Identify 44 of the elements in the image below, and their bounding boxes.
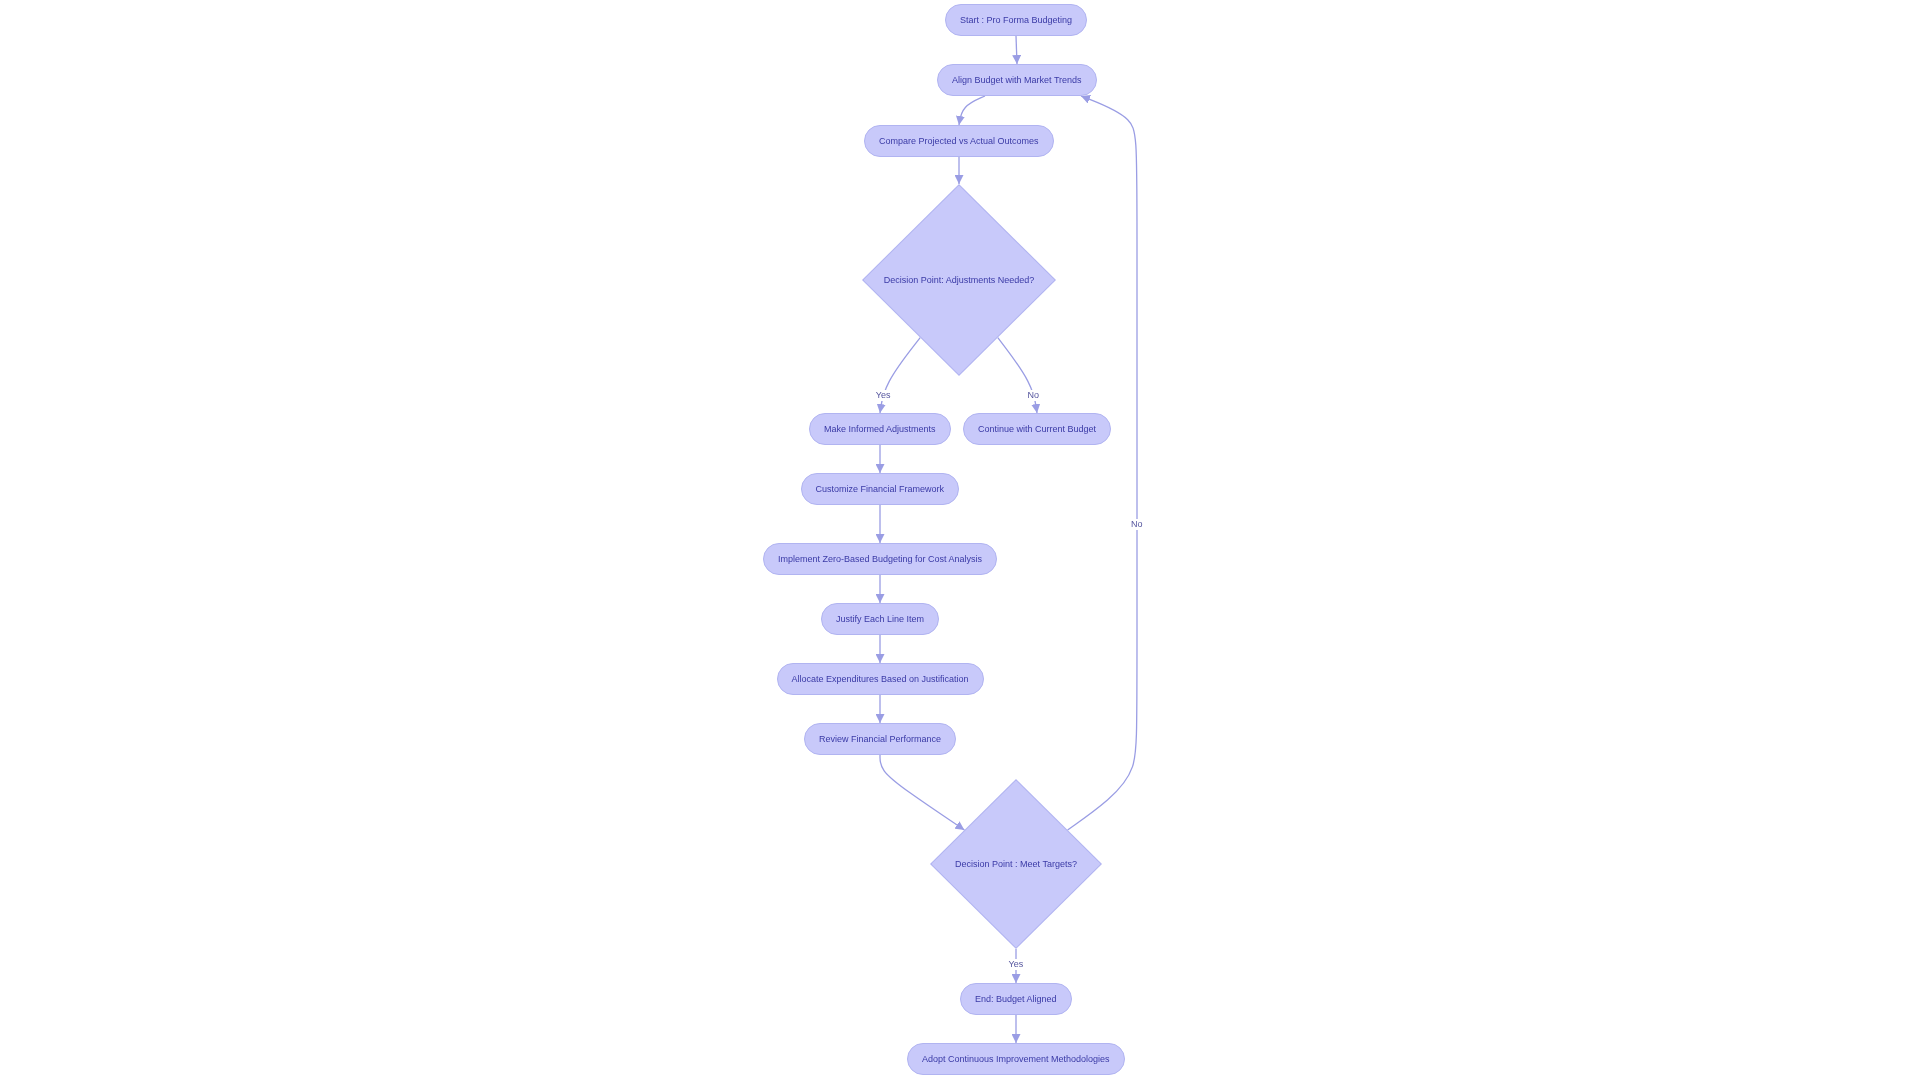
flow-arrow [875,574,885,604]
node-label: Make Informed Adjustments [824,423,936,435]
flow-step [763,543,998,575]
node-label: Allocate Expenditures Based on Justification [791,673,969,685]
flow-arrow [875,444,885,474]
flow-arrow [1011,948,1021,984]
flow-step [776,663,984,695]
flow-step [804,723,957,755]
node-label: Continue with Current Budget [978,423,1097,435]
flow-arrow [1012,35,1022,65]
flow-step [809,413,951,445]
node-label: Customize Financial Framework [815,483,945,495]
node-label: Adopt Continuous Improvement Methodologies [922,1053,1110,1065]
flow-arrow [875,504,885,544]
edge-label: No [1130,518,1144,530]
flow-step [960,983,1072,1015]
edge-label: No [1026,389,1041,401]
node-label: Decision Point: Adjustments Needed? [883,274,1035,286]
flow-arrow [876,336,921,414]
flow-arrow [1066,95,1138,831]
flow-arrow [955,95,986,126]
flow-arrow [1011,1014,1021,1044]
node-label: End: Budget Aligned [975,993,1057,1005]
node-label: Align Budget with Market Trends [952,74,1082,86]
flow-arrow [879,754,966,831]
flow-arrow [875,694,885,724]
node-label: Decision Point : Meet Targets? [955,858,1077,870]
node-label: Start : Pro Forma Budgeting [960,14,1073,26]
flow-step [821,603,940,635]
flow-step [907,1043,1125,1075]
flow-step [800,473,960,505]
node-label: Compare Projected vs Actual Outcomes [879,135,1039,147]
flow-step [963,413,1112,445]
flow-arrow [997,336,1041,414]
flow-step [945,4,1088,36]
node-label: Justify Each Line Item [836,613,925,625]
flow-arrow [954,156,964,185]
flow-step [937,64,1097,96]
flow-step [864,125,1054,157]
edge-label: Yes [874,390,892,401]
flow-arrow [875,634,885,664]
node-label: Review Financial Performance [819,733,942,745]
edge-label: Yes [1007,958,1025,970]
node-label: Implement Zero-Based Budgeting for Cost Analysis [778,553,983,565]
